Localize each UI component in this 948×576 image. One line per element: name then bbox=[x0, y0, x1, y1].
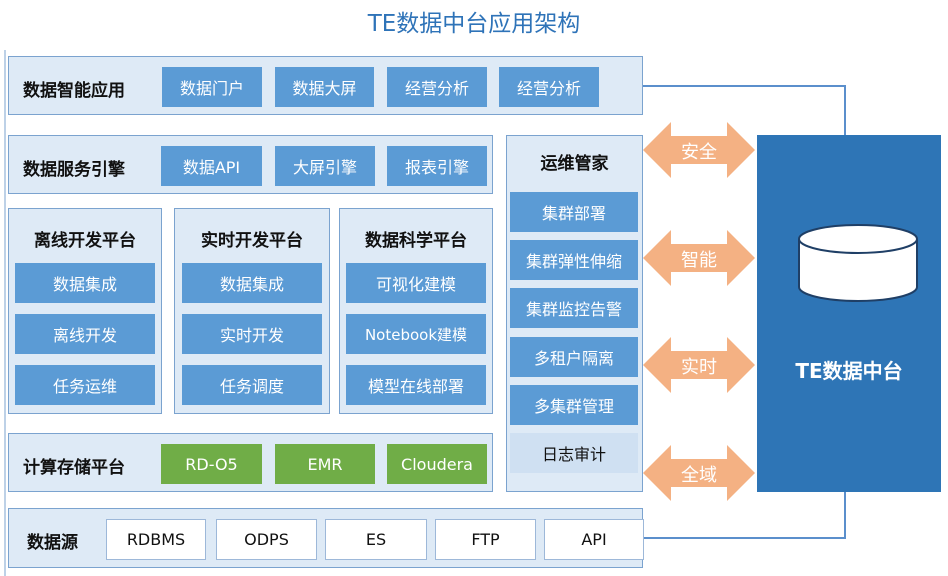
ops-multi-tenant[interactable]: 多租户隔离 bbox=[510, 337, 638, 377]
module-offline-dev[interactable]: 离线开发 bbox=[15, 314, 155, 354]
module-rd-o5[interactable]: RD-O5 bbox=[161, 444, 262, 484]
source-ftp[interactable]: FTP bbox=[435, 519, 536, 560]
double-arrow-intelligence bbox=[643, 230, 755, 286]
arrow-label-intelligence: 智能 bbox=[681, 250, 717, 271]
arrow-label-security: 安全 bbox=[681, 142, 717, 163]
module-task-ops[interactable]: 任务运维 bbox=[15, 365, 155, 405]
panel-label: 计算存储平台 bbox=[23, 458, 125, 478]
panel-label: 数据科学平台 bbox=[365, 231, 467, 251]
source-api[interactable]: API bbox=[544, 519, 644, 560]
panel-data-science-platform: 数据科学平台 可视化建模 Notebook建模 模型在线部署 bbox=[339, 208, 493, 414]
source-odps[interactable]: ODPS bbox=[216, 519, 317, 560]
platform-box[interactable]: TE数据中台 bbox=[757, 135, 941, 492]
panel-compute-storage-platform: 计算存储平台 RD-O5 EMR Cloudera bbox=[8, 433, 493, 492]
panel-label: 实时开发平台 bbox=[201, 231, 303, 251]
panel-label: 数据源 bbox=[27, 533, 78, 553]
double-arrow-realtime bbox=[643, 337, 755, 393]
module-emr[interactable]: EMR bbox=[275, 444, 375, 484]
connector-top bbox=[643, 85, 846, 135]
panel-label: 运维管家 bbox=[540, 154, 609, 174]
panel-label: 数据智能应用 bbox=[23, 81, 125, 101]
panel-data-intelligence-app: 数据智能应用 数据门户 数据大屏 经营分析 经营分析 bbox=[8, 56, 643, 115]
source-rdbms[interactable]: RDBMS bbox=[106, 519, 206, 560]
panel-data-source: 数据源 RDBMS ODPS ES FTP API bbox=[8, 508, 644, 568]
module-data-integration[interactable]: 数据集成 bbox=[182, 263, 322, 303]
module-data-integration[interactable]: 数据集成 bbox=[15, 263, 155, 303]
ops-cluster-deploy[interactable]: 集群部署 bbox=[510, 192, 638, 232]
source-es[interactable]: ES bbox=[325, 519, 427, 560]
double-arrow-full-domain bbox=[643, 445, 755, 501]
module-task-scheduling[interactable]: 任务调度 bbox=[182, 365, 322, 405]
panel-data-service-engine: 数据服务引擎 数据API 大屏引擎 报表引擎 bbox=[8, 135, 493, 194]
platform-title: TE数据中台 bbox=[795, 359, 903, 383]
module-visual-modeling[interactable]: 可视化建模 bbox=[346, 263, 486, 303]
module-model-online-deploy[interactable]: 模型在线部署 bbox=[346, 365, 486, 405]
panel-ops-manager: 运维管家 集群部署 集群弹性伸缩 集群监控告警 多租户隔离 多集群管理 日志审计 bbox=[506, 135, 643, 492]
arrow-label-realtime: 实时 bbox=[681, 357, 717, 378]
panel-offline-dev-platform: 离线开发平台 数据集成 离线开发 任务运维 bbox=[8, 208, 162, 414]
ops-multi-cluster[interactable]: 多集群管理 bbox=[510, 385, 638, 425]
panel-label: 数据服务引擎 bbox=[23, 160, 125, 180]
module-cloudera[interactable]: Cloudera bbox=[387, 444, 487, 484]
module-notebook-modeling[interactable]: Notebook建模 bbox=[346, 314, 486, 354]
arrow-label-full-domain: 全域 bbox=[681, 465, 717, 486]
module-report-engine[interactable]: 报表引擎 bbox=[387, 146, 487, 186]
module-data-portal[interactable]: 数据门户 bbox=[162, 67, 262, 107]
database-icon bbox=[798, 224, 918, 302]
ops-cluster-autoscale[interactable]: 集群弹性伸缩 bbox=[510, 240, 638, 280]
double-arrow-security bbox=[643, 122, 755, 178]
module-business-analysis[interactable]: 经营分析 bbox=[387, 67, 487, 107]
panel-label: 离线开发平台 bbox=[34, 231, 136, 251]
module-data-api[interactable]: 数据API bbox=[161, 146, 262, 186]
module-business-analysis-2[interactable]: 经营分析 bbox=[499, 67, 599, 107]
connector-bottom bbox=[643, 492, 846, 539]
panel-realtime-dev-platform: 实时开发平台 数据集成 实时开发 任务调度 bbox=[174, 208, 330, 414]
ops-cluster-monitoring[interactable]: 集群监控告警 bbox=[510, 288, 638, 328]
ops-log-audit[interactable]: 日志审计 bbox=[510, 433, 638, 473]
module-screen-engine[interactable]: 大屏引擎 bbox=[275, 146, 375, 186]
module-realtime-dev[interactable]: 实时开发 bbox=[182, 314, 322, 354]
page-title: TE数据中台应用架构 bbox=[367, 11, 581, 37]
module-data-screen[interactable]: 数据大屏 bbox=[275, 67, 374, 107]
